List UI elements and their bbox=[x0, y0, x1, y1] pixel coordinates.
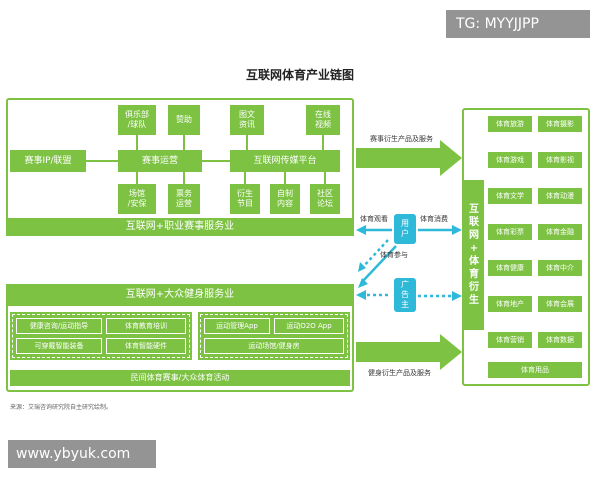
sponsor-box: 赞助 bbox=[168, 105, 200, 135]
derivative-item: 体育彩票 bbox=[488, 224, 532, 240]
fitness-right-dashed bbox=[200, 314, 348, 358]
ticket-box: 票务 运营 bbox=[168, 184, 200, 214]
smart-hardware-box: 体育智能硬件 bbox=[106, 338, 186, 354]
sports-app-box: 运动管理App bbox=[204, 318, 270, 334]
venue-gym-box: 运动场馆/健身房 bbox=[204, 338, 344, 354]
derivative-item: 体育会展 bbox=[538, 296, 582, 312]
venue-box: 场馆 /安保 bbox=[118, 184, 156, 214]
video-box: 在线 视频 bbox=[306, 105, 340, 135]
derivative-item: 体育地产 bbox=[488, 296, 532, 312]
watermark-bottom: www.ybyuk.com bbox=[8, 440, 156, 468]
advertiser-node: 广 告 主 bbox=[394, 278, 416, 312]
sports-o2o-box: 运动O2O App bbox=[274, 318, 344, 334]
club-box: 俱乐部 /球队 bbox=[118, 105, 156, 135]
broadcast-box: 互联网传媒平台 bbox=[230, 150, 340, 172]
derivative-item: 体育用品 bbox=[488, 362, 582, 378]
user-node: 用 户 bbox=[394, 214, 416, 244]
diagram-title: 互联网体育产业链图 bbox=[245, 68, 354, 82]
watermark-top: TG: MYYJJPP bbox=[446, 10, 590, 38]
label-consume: 体育消费 bbox=[420, 215, 448, 223]
derivative-item: 体育文学 bbox=[488, 188, 532, 204]
source-note: 来源：艾瑞咨询研究院自主研究绘制。 bbox=[10, 404, 113, 411]
label-watch: 体育观看 bbox=[360, 215, 388, 223]
label-participate: 体育参与 bbox=[380, 251, 408, 259]
derivative-item: 体育游戏 bbox=[488, 152, 532, 168]
derivative-item: 体育动漫 bbox=[538, 188, 582, 204]
derivative-item: 体育中介 bbox=[538, 260, 582, 276]
derivative-item: 体育摄影 bbox=[538, 116, 582, 132]
derivative-show-box: 衍生 节目 bbox=[230, 184, 260, 214]
health-consult-box: 健康咨询/运动指导 bbox=[16, 318, 102, 334]
arrow-top-label: 赛事衍生产品及服务 bbox=[370, 135, 433, 143]
derivative-item: 体育健康 bbox=[488, 260, 532, 276]
derivative-item: 体育金融 bbox=[538, 224, 582, 240]
community-box: 社区 论坛 bbox=[310, 184, 340, 214]
arrow-bottom-right bbox=[356, 334, 462, 370]
ip-box: 赛事IP/联盟 bbox=[10, 150, 86, 172]
pro-events-bar: 互联网+职业赛事服务业 bbox=[6, 218, 354, 236]
derivative-item: 体育旅游 bbox=[488, 116, 532, 132]
derivative-item: 体育数据 bbox=[538, 332, 582, 348]
arrow-bottom-label: 健身衍生产品及服务 bbox=[368, 369, 431, 377]
right-panel-vertical-label: 互 联 网 + 体 育 衍 生 bbox=[464, 180, 484, 330]
arrow-top-right bbox=[356, 140, 462, 176]
derivative-item: 体育营销 bbox=[488, 332, 532, 348]
own-content-box: 自制 内容 bbox=[270, 184, 300, 214]
public-events-bar: 民间体育赛事/大众体育活动 bbox=[10, 370, 350, 386]
fitness-left-dashed bbox=[12, 314, 190, 358]
sports-edu-box: 体育教育培训 bbox=[106, 318, 186, 334]
derivative-item: 体育影视 bbox=[538, 152, 582, 168]
news-box: 图文 资讯 bbox=[230, 105, 264, 135]
fitness-bar: 互联网+大众健身服务业 bbox=[6, 284, 354, 306]
events-ops-box: 赛事运营 bbox=[118, 150, 202, 172]
wearable-box: 可穿戴智能装备 bbox=[16, 338, 102, 354]
